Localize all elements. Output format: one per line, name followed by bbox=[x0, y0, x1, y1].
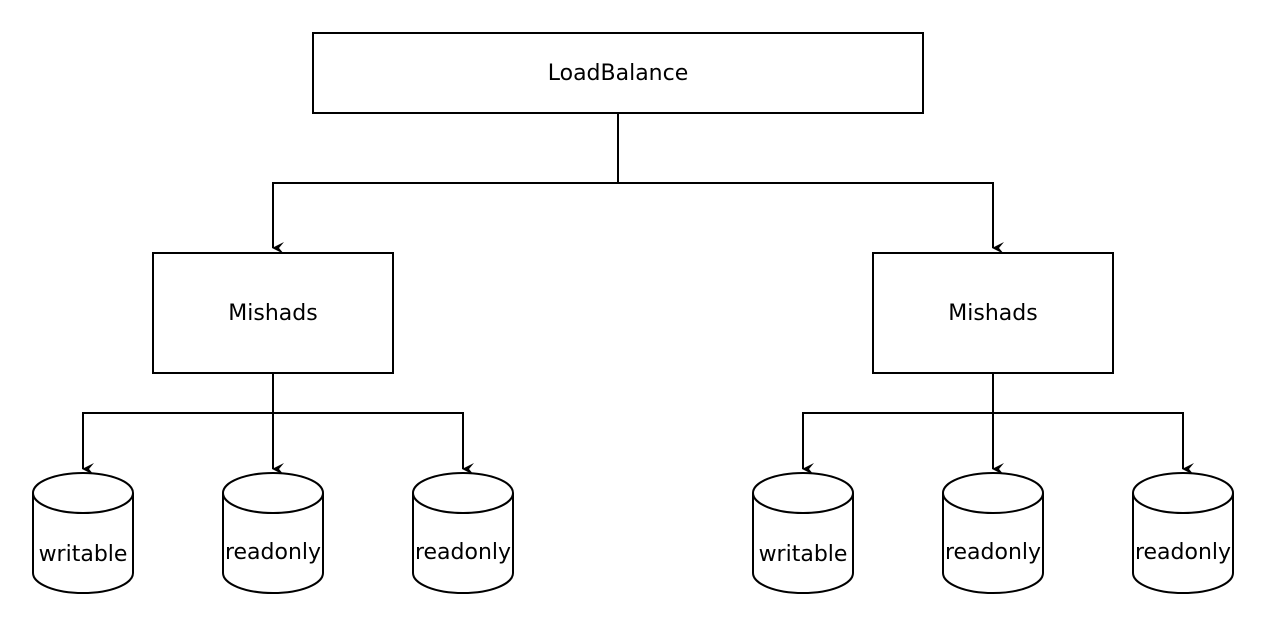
database-label: readonly bbox=[945, 540, 1041, 565]
database-label: readonly bbox=[1135, 540, 1231, 565]
root-connectors bbox=[272, 113, 1004, 254]
node-load-balance-label: LoadBalance bbox=[548, 61, 689, 86]
node-load-balance: LoadBalance bbox=[312, 32, 924, 114]
database-cylinder: writable bbox=[752, 472, 854, 594]
node-group-2-label: Mishads bbox=[948, 301, 1037, 326]
database-cylinder: readonly bbox=[1132, 472, 1234, 594]
node-group-1: Mishads bbox=[152, 252, 394, 374]
group-2-connectors bbox=[802, 373, 1194, 475]
edge-group-1-to-db-1 bbox=[82, 412, 273, 475]
node-group-1-label: Mishads bbox=[228, 301, 317, 326]
database-cylinder: readonly bbox=[412, 472, 514, 594]
group-1-connectors bbox=[82, 373, 474, 475]
edge-group-2-to-db-3 bbox=[993, 412, 1194, 475]
database-cylinder: readonly bbox=[942, 472, 1044, 594]
database-label: readonly bbox=[225, 540, 321, 565]
database-cylinder: readonly bbox=[222, 472, 324, 594]
edge-group-1-to-db-3 bbox=[273, 412, 474, 475]
edge-group-2-to-db-1 bbox=[802, 412, 993, 475]
database-label: writable bbox=[39, 542, 128, 567]
edge-root-to-group-2 bbox=[618, 182, 1004, 254]
database-label: writable bbox=[759, 542, 848, 567]
database-label: readonly bbox=[415, 540, 511, 565]
database-cylinder: writable bbox=[32, 472, 134, 594]
edge-root-to-group-1 bbox=[272, 182, 618, 254]
node-group-2: Mishads bbox=[872, 252, 1114, 374]
